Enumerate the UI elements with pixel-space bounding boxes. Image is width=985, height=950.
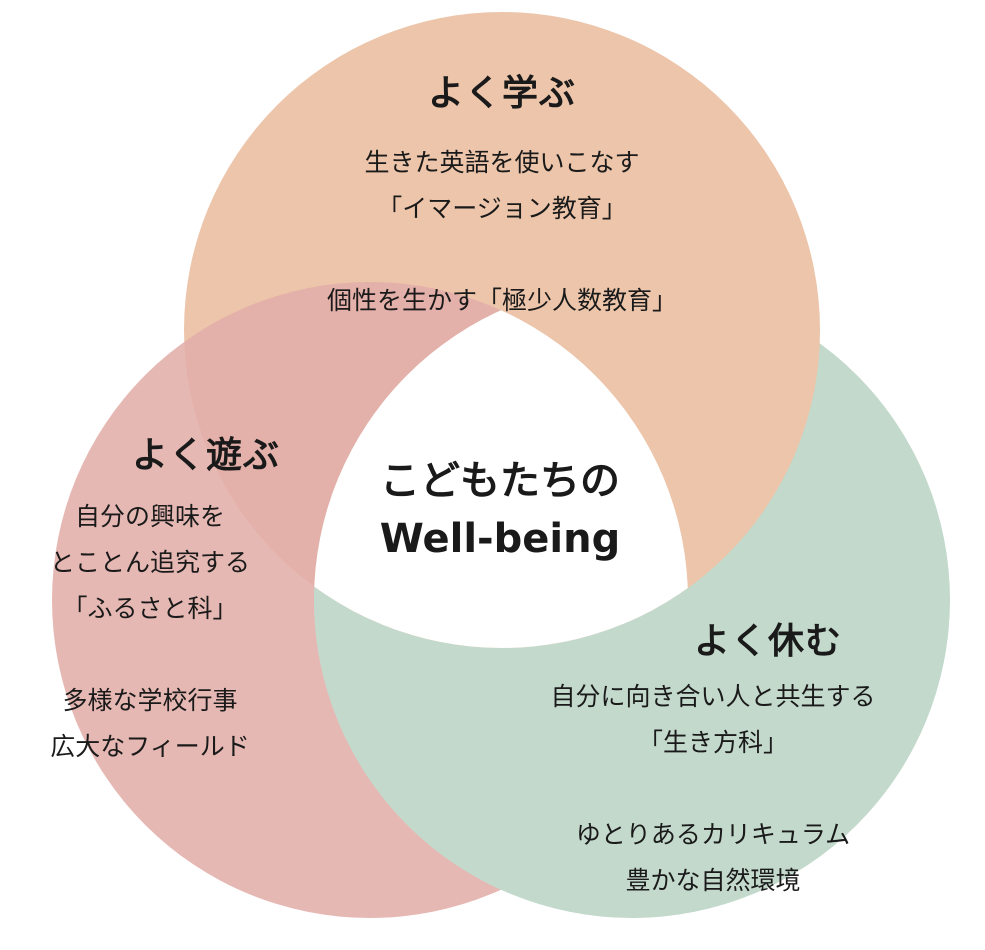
rest-text: 自分に向き合い人と共生する 「生き方科」 ゆとりあるカリキュラム 豊かな自然環境 bbox=[488, 674, 938, 904]
center-line-1: こどもたちの bbox=[380, 458, 620, 504]
learn-line-3 bbox=[232, 232, 772, 278]
center-region bbox=[314, 282, 688, 648]
rest-line-4: ゆとりあるカリキュラム bbox=[575, 820, 851, 849]
learn-text: 生きた英語を使いこなす 「イマージョン教育」 個性を生かす「極少人数教育」 bbox=[232, 140, 772, 324]
play-line-3: 「ふるさと科」 bbox=[62, 594, 238, 623]
center-label: こどもたちの Well-being bbox=[345, 452, 655, 568]
learn-line-4: 個性を生かす「極少人数教育」 bbox=[326, 286, 677, 315]
learn-line-1: 生きた英語を使いこなす bbox=[364, 148, 640, 177]
learn-title: よく学ぶ bbox=[427, 73, 576, 114]
rest-title: よく休む bbox=[693, 621, 842, 662]
play-line-2: とことん追究する bbox=[49, 548, 250, 577]
rest-line-5: 豊かな自然環境 bbox=[625, 866, 801, 895]
center-line-2: Well-being bbox=[379, 516, 621, 562]
rest-line-2: 「生き方科」 bbox=[637, 728, 788, 757]
rest-line-1: 自分に向き合い人と共生する bbox=[550, 682, 876, 711]
play-line-1: 自分の興味を bbox=[74, 502, 225, 531]
rest-line-3 bbox=[488, 766, 938, 812]
play-title: よく遊ぶ bbox=[131, 435, 280, 476]
play-line-6: 広大なフィールド bbox=[50, 732, 250, 761]
play-line-5: 多様な学校行事 bbox=[62, 686, 238, 715]
play-line-4 bbox=[10, 632, 290, 678]
learn-line-2: 「イマージョン教育」 bbox=[377, 194, 627, 223]
play-text: 自分の興味を とことん追究する 「ふるさと科」 多様な学校行事 広大なフィールド bbox=[10, 494, 290, 770]
